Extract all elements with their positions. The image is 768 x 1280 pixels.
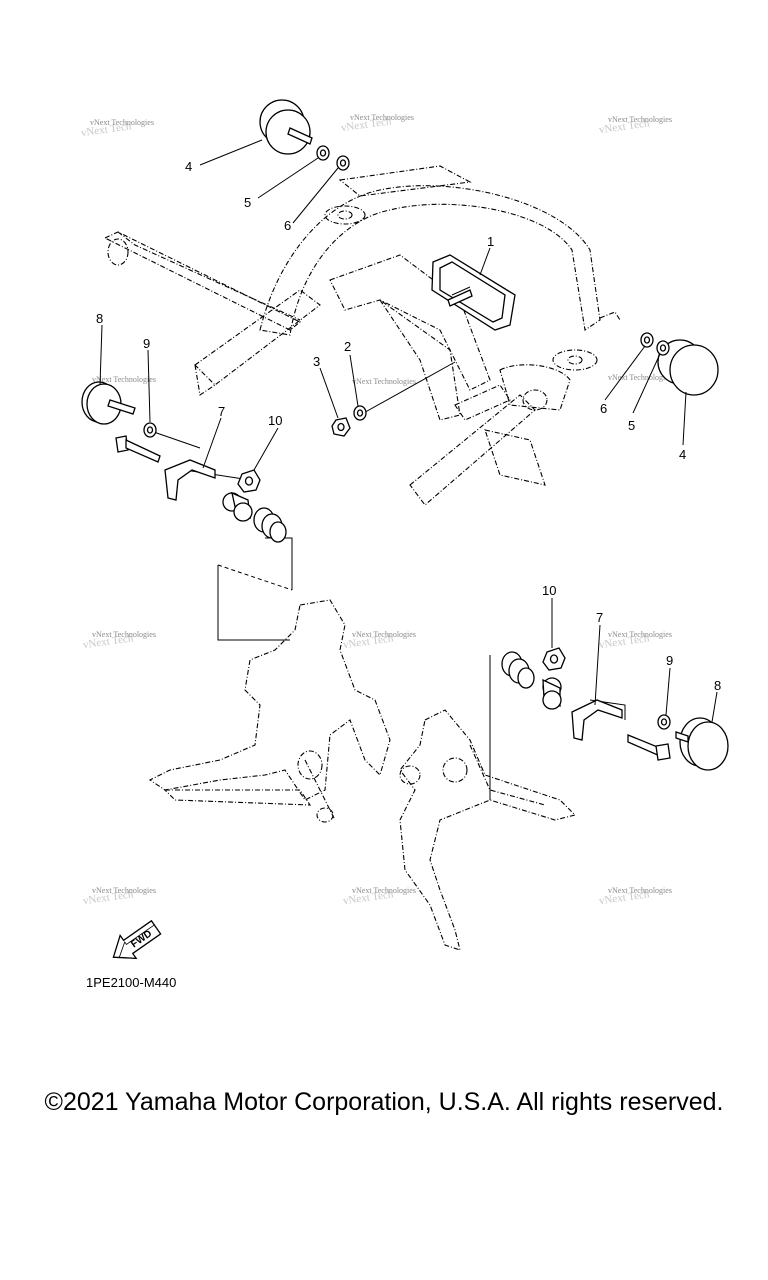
svg-text:vNext Technologies: vNext Technologies <box>90 118 154 127</box>
collar-right <box>542 677 562 710</box>
watermark: vNext Technologies <box>352 377 416 386</box>
assembly-lines <box>147 361 626 800</box>
part-5-washer-left <box>316 145 330 161</box>
callout-6: 6 <box>284 218 291 233</box>
part-10-nut-left <box>237 469 261 493</box>
svg-text:vNext Technologies: vNext Technologies <box>608 115 672 124</box>
part-4-cap-left <box>259 99 313 155</box>
watermark: vNext Tech vNext Technologies <box>340 113 414 134</box>
part-9-washer-right <box>657 714 671 730</box>
watermark: vNext Tech vNext Technologies <box>342 630 416 651</box>
svg-text:vNext Technologies: vNext Technologies <box>352 377 416 386</box>
watermark: vNext Technologies <box>608 373 672 382</box>
watermark: vNext Tech vNext Technologies <box>598 630 672 651</box>
callout-3: 3 <box>313 354 320 369</box>
part-8-cap-right <box>675 717 729 771</box>
watermark: vNext Tech vNext Technologies <box>82 886 156 907</box>
part-8-cap-left <box>81 381 136 425</box>
callout-7: 7 <box>218 404 225 419</box>
svg-text:vNext Technologies: vNext Technologies <box>92 886 156 895</box>
part-9-washer-left <box>143 422 157 438</box>
part-7-bracket-right <box>571 699 623 741</box>
bolt-right <box>627 734 671 761</box>
callout-9: 9 <box>666 653 673 668</box>
callout-2: 2 <box>344 339 351 354</box>
callout-4: 4 <box>679 447 686 462</box>
part-10-nut-right <box>542 647 566 671</box>
part-6-washer-left <box>336 155 350 171</box>
watermark: vNext Tech vNext Technologies <box>342 886 416 907</box>
part-5-washer-right <box>656 340 670 356</box>
svg-text:vNext Technologies: vNext Technologies <box>92 375 156 384</box>
svg-text:vNext Technologies: vNext Technologies <box>352 886 416 895</box>
bolt-left <box>115 435 161 463</box>
collar-left <box>222 491 253 522</box>
callout-1: 1 <box>487 234 494 249</box>
part-2-washer <box>353 405 367 421</box>
leader-lines <box>99 139 718 723</box>
callout-6: 6 <box>600 401 607 416</box>
fwd-arrow-icon: FWD <box>112 919 162 960</box>
callout-8: 8 <box>714 678 721 693</box>
footrest-bracket-right <box>399 709 577 951</box>
watermark: vNext Tech vNext Technologies <box>82 630 156 651</box>
frame-phantom <box>103 165 621 506</box>
callout-10: 10 <box>268 413 282 428</box>
watermark: vNext Tech vNext Technologies <box>598 886 672 907</box>
callout-5: 5 <box>628 418 635 433</box>
watermark: vNext Technologies <box>92 375 156 384</box>
callout-4: 4 <box>185 159 192 174</box>
callout-8: 8 <box>96 311 103 326</box>
svg-text:vNext Technologies: vNext Technologies <box>608 373 672 382</box>
rubber-left <box>253 507 287 543</box>
part-6-washer-right <box>640 332 654 348</box>
rubber-right <box>501 651 535 689</box>
svg-text:vNext Technologies: vNext Technologies <box>608 630 672 639</box>
svg-text:vNext Technologies: vNext Technologies <box>92 630 156 639</box>
footrest-bracket-left <box>148 599 391 823</box>
svg-text:vNext Technologies: vNext Technologies <box>608 886 672 895</box>
diagram-code: 1PE2100-M440 <box>86 975 177 990</box>
callout-7: 7 <box>596 610 603 625</box>
callout-9: 9 <box>143 336 150 351</box>
watermark: vNext Tech vNext Technologies <box>598 115 672 136</box>
svg-text:vNext Technologies: vNext Technologies <box>350 113 414 122</box>
callout-5: 5 <box>244 195 251 210</box>
svg-text:vNext Technologies: vNext Technologies <box>352 630 416 639</box>
watermarks: vNext Tech vNext Technologies vNext Tech… <box>80 113 672 907</box>
callouts: 1 2 3 4 4 5 5 6 6 7 7 8 8 9 9 10 10 <box>96 159 721 693</box>
part-1-damper <box>431 254 516 331</box>
copyright-notice: ©2021 Yamaha Motor Corporation, U.S.A. A… <box>44 1088 724 1116</box>
part-7-bracket-left <box>164 459 216 501</box>
callout-10: 10 <box>542 583 556 598</box>
watermark: vNext Tech vNext Technologies <box>80 118 154 139</box>
part-3-nut <box>331 417 351 437</box>
